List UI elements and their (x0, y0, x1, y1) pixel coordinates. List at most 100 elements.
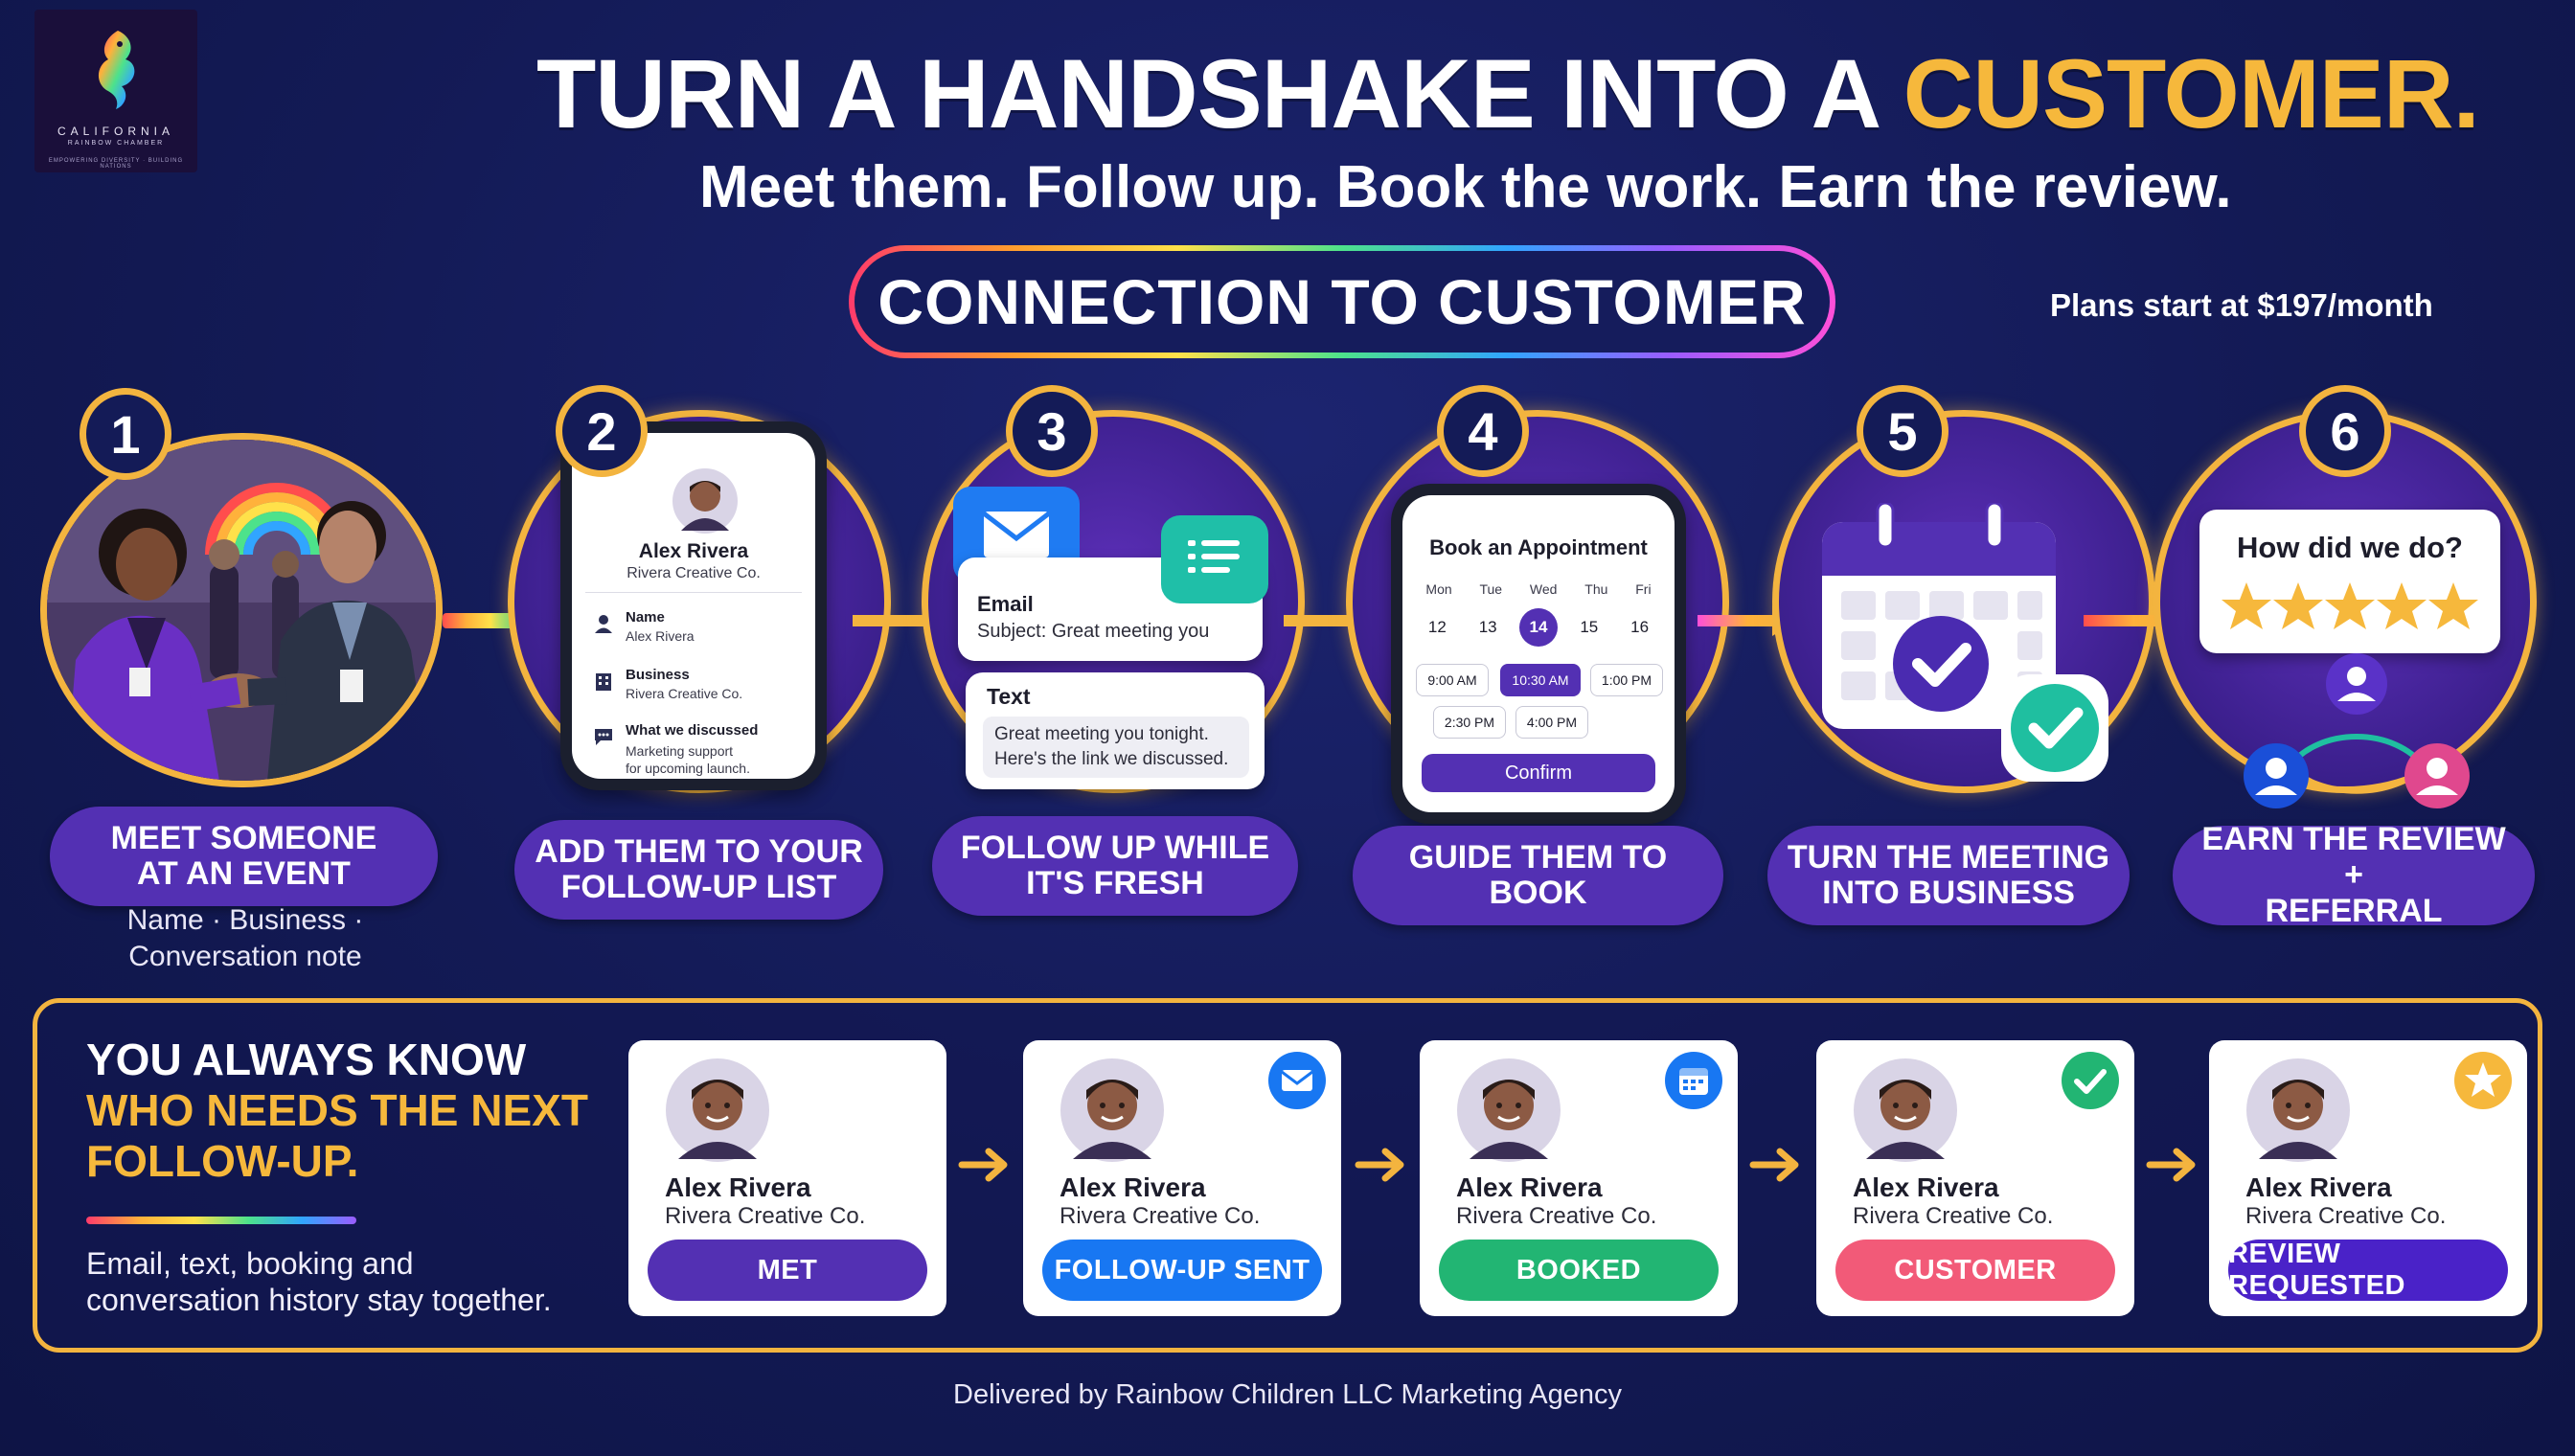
check-icon (2060, 1050, 2121, 1111)
status-card-company: Rivera Creative Co. (1060, 1203, 1261, 1229)
step-1-label-line-2: AT AN EVENT (137, 855, 351, 892)
step-4-label-line-1: GUIDE THEM TO (1408, 838, 1668, 876)
referral-network-icon (2244, 653, 2470, 808)
day-mon: Mon (1425, 581, 1452, 597)
step-2-label-line-1: ADD THEM TO YOUR (535, 832, 863, 870)
step-1-details-line-2: Conversation note (128, 940, 362, 972)
status-card-company: Rivera Creative Co. (1456, 1203, 1657, 1229)
panel-title-line-2: WHO NEEDS THE NEXT (86, 1084, 588, 1135)
logo-line-1: CALIFORNIA (57, 125, 174, 138)
step-2-label-line-2: FOLLOW-UP LIST (560, 869, 837, 905)
avatar (1853, 1058, 1958, 1163)
status-card-name: Alex Rivera (665, 1172, 811, 1202)
booking-screen: Book an Appointment Mon Tue Wed Thu Fri … (1402, 495, 1675, 812)
field-discussed-value: Marketing support (626, 743, 734, 759)
step-5-label-line-2: INTO BUSINESS (1822, 875, 2075, 911)
field-business-label: Business (626, 667, 690, 683)
page-headline: TURN A HANDSHAKE INTO A CUSTOMER. (536, 38, 2548, 153)
text-card: Text Great meeting you tonight. Here's t… (966, 672, 1265, 789)
booking-dates: 12 13 14 15 16 (1412, 608, 1665, 647)
time-slot-100[interactable]: 1:00 PM (1590, 664, 1663, 696)
status-arrow-2 (1355, 1148, 1404, 1182)
status-card-name: Alex Rivera (1456, 1172, 1603, 1202)
status-badge: MET (648, 1240, 927, 1301)
day-wed: Wed (1529, 581, 1558, 597)
text-card-title: Text (987, 684, 1031, 709)
time-slot-900[interactable]: 9:00 AM (1416, 664, 1489, 696)
panel-title: YOU ALWAYS KNOW WHO NEEDS THE NEXT FOLLO… (86, 1035, 623, 1187)
step-1-number: 1 (80, 388, 171, 480)
step-2-phone: Alex Rivera Rivera Creative Co. Name Ale… (560, 421, 827, 790)
avatar (665, 1058, 770, 1163)
status-card-name: Alex Rivera (1853, 1172, 1999, 1202)
calendar-icon (1663, 1050, 1724, 1111)
avatar (1456, 1058, 1561, 1163)
step-6-label-line-1: EARN THE REVIEW + (2201, 820, 2506, 894)
footer-credit: Delivered by Rainbow Children LLC Market… (953, 1379, 1622, 1410)
contact-name: Alex Rivera (638, 540, 749, 562)
section-title: CONNECTION TO CUSTOMER (855, 251, 1830, 353)
chamber-logo: CALIFORNIA RAINBOW CHAMBER EMPOWERING DI… (34, 10, 197, 172)
contact-company: Rivera Creative Co. (627, 565, 761, 581)
status-badge: FOLLOW-UP SENT (1042, 1240, 1322, 1301)
date-15[interactable]: 15 (1580, 618, 1599, 636)
time-slot-400[interactable]: 4:00 PM (1515, 706, 1588, 739)
headline-main: TURN A HANDSHAKE INTO A (536, 39, 1903, 148)
field-name-value: Alex Rivera (626, 628, 695, 644)
check-badge-icon (2001, 674, 2108, 782)
avatar (1060, 1058, 1165, 1163)
step-4-phone: Book an Appointment Mon Tue Wed Thu Fri … (1391, 484, 1686, 824)
building-icon (596, 673, 611, 691)
field-business-value: Rivera Creative Co. (626, 686, 743, 701)
chat-icon (595, 729, 612, 745)
divider (585, 592, 802, 593)
status-badge: CUSTOMER (1835, 1240, 2115, 1301)
status-badge: BOOKED (1439, 1240, 1719, 1301)
step-4-label-line-2: BOOK (1489, 875, 1587, 911)
booking-title: Book an Appointment (1429, 535, 1648, 559)
field-discussed-value-2: for upcoming launch. (626, 761, 750, 776)
avatar (2245, 1058, 2351, 1163)
rainbow-bird-icon (98, 31, 135, 109)
text-app-icon (1161, 515, 1268, 603)
section-title-pill: CONNECTION TO CUSTOMER (849, 245, 1835, 358)
step-1-photo (40, 433, 443, 787)
day-tue: Tue (1479, 581, 1503, 597)
five-stars-icon (2222, 582, 2478, 629)
date-13[interactable]: 13 (1478, 618, 1497, 636)
step-5-number: 5 (1857, 385, 1948, 477)
day-thu: Thu (1584, 581, 1608, 597)
date-16[interactable]: 16 (1630, 618, 1650, 636)
confirm-button[interactable]: Confirm (1422, 754, 1655, 792)
step-1-details-line-1: Name · Business · (126, 904, 364, 936)
panel-description-line-1: Email, text, booking and (86, 1246, 414, 1281)
step-3-label-line-1: FOLLOW UP WHILE (960, 829, 1270, 866)
date-14-selected[interactable]: 14 (1518, 608, 1558, 647)
plans-price: Plans start at $197/month (2050, 287, 2433, 323)
text-body-line-2: Here's the link we discussed. (994, 749, 1229, 769)
review-question: How did we do? (2237, 531, 2463, 564)
field-discussed-label: What we discussed (626, 722, 759, 739)
rainbow-divider (86, 1217, 356, 1224)
person-icon (595, 615, 612, 633)
star-icon (2452, 1050, 2514, 1111)
date-12[interactable]: 12 (1427, 618, 1447, 636)
status-card-company: Rivera Creative Co. (665, 1203, 866, 1229)
status-arrow-1 (958, 1148, 1008, 1182)
step-6-label-line-2: REFERRAL (2265, 892, 2443, 929)
time-slot-230[interactable]: 2:30 PM (1433, 706, 1506, 739)
review-card: How did we do? (2199, 510, 2500, 653)
time-slot-1030-selected[interactable]: 10:30 AM (1500, 664, 1581, 696)
panel-title-line-3: FOLLOW-UP. (86, 1135, 359, 1186)
step-6-label: EARN THE REVIEW +REFERRAL (2173, 821, 2535, 929)
calendar-check-icon (1822, 503, 2056, 729)
